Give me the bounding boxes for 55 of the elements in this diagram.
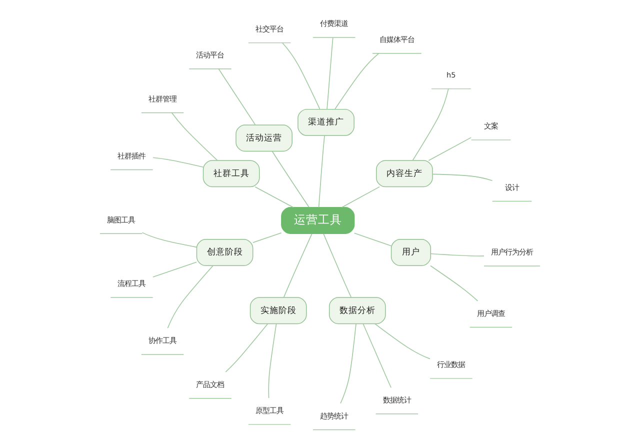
- connector: [354, 232, 392, 246]
- node-text: 原型工具: [256, 406, 284, 416]
- connector: [340, 324, 356, 404]
- node-text: 社群插件: [118, 151, 146, 160]
- node-text: 脑图工具: [107, 215, 136, 224]
- connector: [225, 323, 268, 372]
- connector: [268, 324, 277, 398]
- node-text: 社群管理: [148, 94, 177, 104]
- connector: [341, 186, 380, 208]
- node-box: 活动运营: [236, 124, 292, 152]
- connector: [326, 37, 334, 110]
- node-box: 用户: [390, 238, 431, 266]
- node-text: 数据统计: [382, 396, 411, 405]
- connector: [152, 157, 204, 168]
- node-text: 产品文档: [196, 380, 224, 390]
- connector: [152, 262, 197, 278]
- connector: [218, 68, 256, 126]
- node-box: 创意阶段: [196, 238, 254, 266]
- node-box: 实施阶段: [250, 297, 307, 324]
- connector: [323, 234, 352, 298]
- node-text: 行业数据: [437, 360, 466, 370]
- connector: [430, 253, 484, 256]
- node-text: 活动平台: [196, 50, 224, 60]
- node-box: 内容生产: [376, 160, 433, 188]
- connector: [362, 324, 392, 388]
- node-text: 协作工具: [148, 336, 177, 346]
- node-box: 社群工具: [202, 160, 260, 188]
- node-text: 用户调查: [476, 309, 505, 318]
- node-text: 付费渠道: [320, 19, 348, 28]
- node-text: 社交平台: [256, 24, 284, 34]
- connector: [252, 232, 282, 243]
- connector: [142, 232, 197, 248]
- node-text: 文案: [484, 122, 498, 131]
- connector: [283, 233, 312, 298]
- connector: [167, 265, 214, 329]
- node-text: 用户行为分析: [491, 248, 534, 257]
- connector: [432, 174, 493, 181]
- connector: [318, 135, 325, 208]
- connector: [412, 88, 449, 161]
- node-box: 运营工具: [281, 207, 355, 234]
- node-text: 趋势统计: [320, 411, 348, 420]
- node-text: h5: [446, 70, 456, 80]
- connector: [430, 265, 478, 302]
- connector: [282, 42, 320, 110]
- node-text: 自媒体平台: [379, 35, 414, 44]
- node-text: 流程工具: [118, 279, 146, 288]
- connector: [171, 112, 218, 161]
- connector: [254, 186, 294, 208]
- connector: [272, 150, 310, 208]
- node-text: 设计: [505, 182, 520, 192]
- connector: [428, 137, 472, 161]
- connector: [374, 323, 430, 360]
- node-box: 数据分析: [328, 297, 386, 324]
- connector: [334, 53, 380, 110]
- node-box: 渠道推广: [298, 108, 354, 136]
